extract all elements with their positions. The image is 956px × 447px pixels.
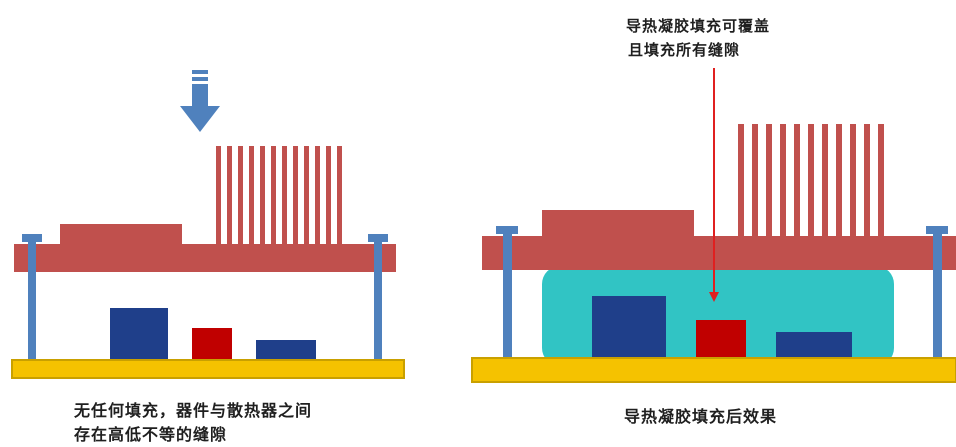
right-heatsink-fins bbox=[738, 124, 884, 246]
left-screw-right bbox=[368, 234, 388, 366]
left-pcb bbox=[11, 359, 405, 379]
left-panel bbox=[11, 70, 405, 379]
gel-pointer-arrow-icon bbox=[709, 68, 719, 302]
gel-note-line2: 且填充所有缝隙 bbox=[628, 41, 741, 59]
left-heatsink-base bbox=[14, 224, 396, 272]
left-screw-left bbox=[22, 234, 42, 366]
left-component-red bbox=[192, 328, 232, 360]
left-caption-line1: 无任何填充，器件与散热器之间 bbox=[74, 401, 313, 420]
left-caption-line2: 存在高低不等的缝隙 bbox=[74, 425, 228, 444]
left-component-tall bbox=[110, 308, 168, 360]
right-caption: 导热凝胶填充后效果 bbox=[624, 405, 777, 429]
right-panel bbox=[471, 68, 956, 383]
right-component-red bbox=[696, 320, 746, 358]
right-heatsink-base bbox=[482, 210, 956, 270]
right-screw-right bbox=[926, 226, 948, 376]
gel-note-line1: 导热凝胶填充可覆盖 bbox=[626, 17, 771, 35]
left-component-low bbox=[256, 340, 316, 360]
right-component-low bbox=[776, 332, 852, 358]
gel-note: 导热凝胶填充可覆盖 且填充所有缝隙 bbox=[626, 14, 770, 62]
press-down-arrow-icon bbox=[180, 70, 220, 132]
right-component-tall bbox=[592, 296, 666, 358]
right-pcb bbox=[471, 357, 956, 383]
right-screw-left bbox=[496, 226, 518, 376]
right-caption-text: 导热凝胶填充后效果 bbox=[624, 407, 778, 426]
left-heatsink-fins bbox=[216, 146, 342, 246]
left-caption: 无任何填充，器件与散热器之间 存在高低不等的缝隙 bbox=[74, 399, 312, 447]
